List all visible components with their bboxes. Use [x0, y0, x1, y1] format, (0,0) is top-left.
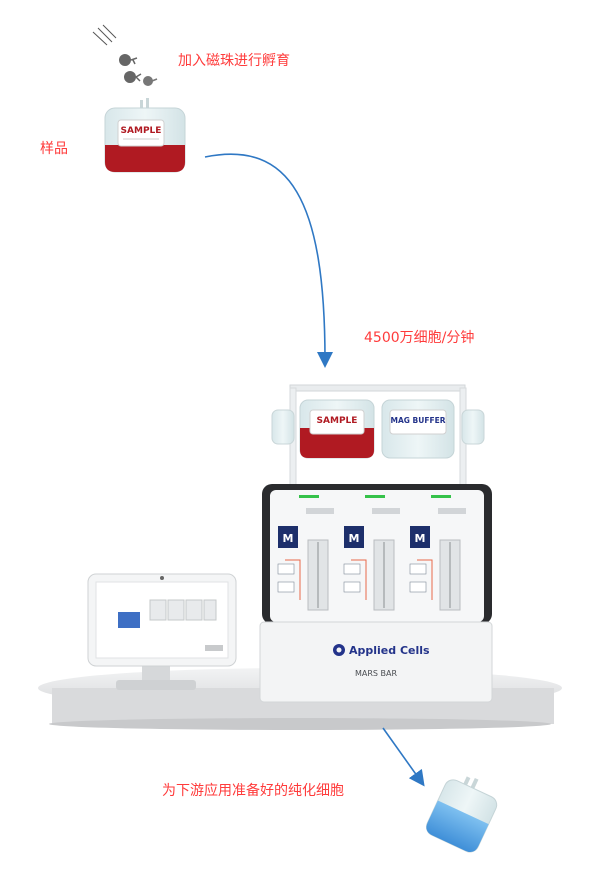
tablet-controller [87, 573, 237, 690]
sample-bag-label: SAMPLE [121, 126, 162, 136]
beads-incubation-label: 加入磁珠进行孵育 [178, 53, 290, 69]
mars-bar-instrument: M M M [259, 484, 493, 703]
module-badge-2: M [349, 532, 360, 545]
module-badge-1: M [283, 532, 294, 545]
magnetic-beads-icon [92, 24, 158, 86]
sample-label: 样品 [40, 141, 68, 157]
instrument-sample-bag: SAMPLE [299, 399, 375, 459]
sample-bag: SAMPLE [104, 98, 186, 173]
instrument-sample-bag-label: SAMPLE [317, 416, 358, 426]
flow-arrow-to-output [382, 727, 425, 787]
flow-arrow-to-instrument [204, 153, 333, 368]
processing-module-3: M [409, 495, 466, 611]
purified-cell-bag [425, 776, 498, 853]
brand-name: Applied Cells [349, 644, 430, 657]
side-pouch-left [271, 409, 295, 445]
mag-buffer-bag-label: MAG BUFFER [391, 416, 446, 425]
side-pouch-right [461, 409, 485, 445]
module-badge-3: M [415, 532, 426, 545]
downstream-label: 为下游应用准备好的纯化细胞 [162, 783, 344, 799]
mag-buffer-bag: MAG BUFFER [381, 399, 455, 459]
throughput-label: 4500万细胞/分钟 [364, 330, 475, 346]
processing-module-2: M [343, 495, 400, 611]
model-name: MARS BAR [355, 669, 398, 678]
processing-module-1: M [277, 495, 334, 611]
